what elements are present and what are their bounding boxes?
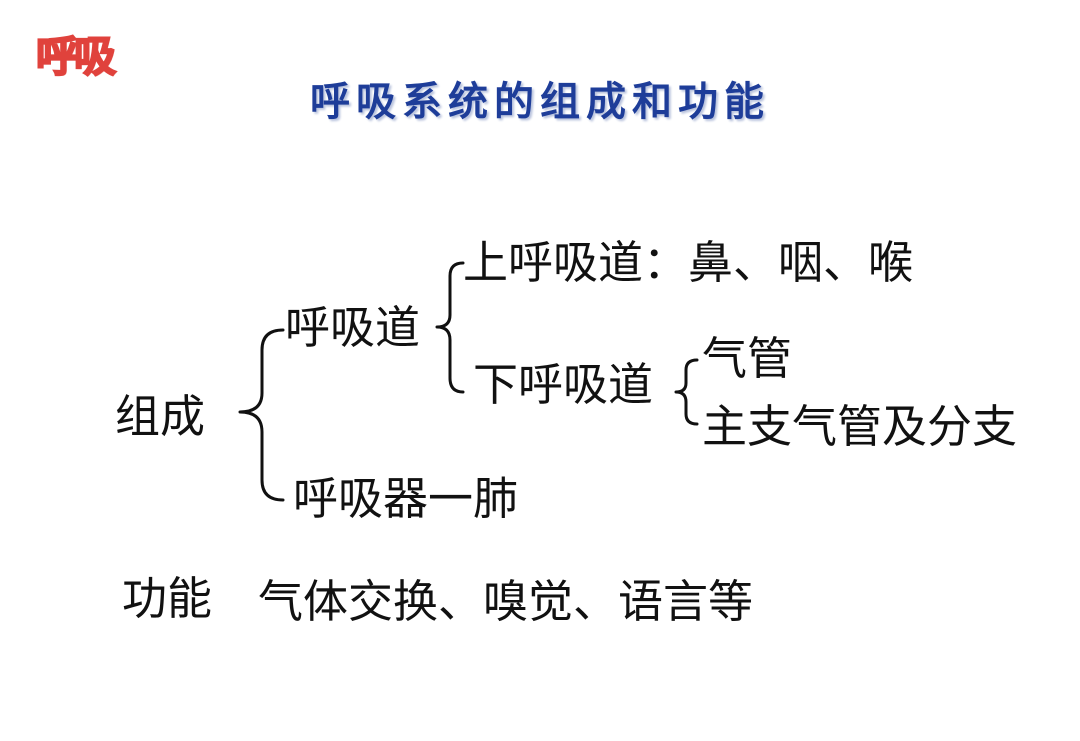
composition-brace: [238, 328, 285, 502]
lower-tract-brace: [674, 358, 699, 426]
bronchi-text: 主支气管及分支: [702, 400, 1018, 453]
function-label: 功能: [122, 572, 213, 625]
page-title: 呼吸系统的组成和功能: [310, 79, 770, 125]
function-value: 气体交换、嗅觉、语言等: [258, 575, 754, 628]
lower-respiratory-tract-label: 下呼吸道: [473, 358, 654, 411]
respiratory-tract-brace: [435, 261, 465, 394]
respiratory-tract-label: 呼吸道: [285, 301, 421, 354]
upper-respiratory-tract-text: 上呼吸道：鼻、咽、喉: [463, 236, 914, 289]
trachea-text: 气管: [702, 332, 793, 385]
section-badge: 呼吸: [35, 32, 117, 81]
composition-label: 组成: [115, 390, 206, 443]
lung-text: 呼吸器一肺: [293, 472, 519, 525]
